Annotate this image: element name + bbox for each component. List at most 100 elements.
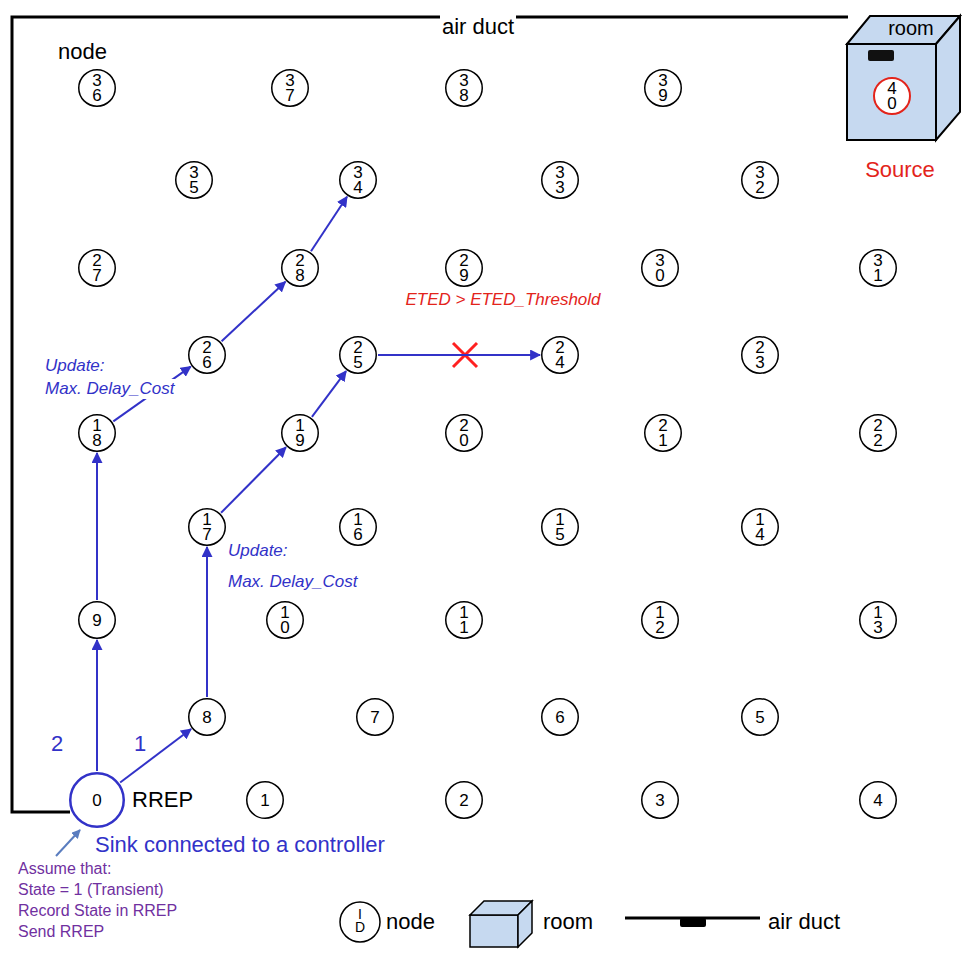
assumption-note: Send RREP [18,923,104,941]
route-arrow [120,729,191,782]
vent-symbol [868,50,894,61]
room-label: room [866,17,956,39]
legend-label: room [543,909,593,934]
node-id: 8 [202,710,211,725]
update-note: Update: [45,356,105,376]
legend-duct-symbol [625,918,760,927]
sensor-node: 1 8 [78,414,116,452]
node-id: 2 9 [459,253,468,283]
sensor-node: 3 9 [644,69,682,107]
legend-label: air duct [768,909,840,934]
sensor-node: 3 6 [78,69,116,107]
sensor-node: 4 [859,781,897,819]
assumption-note: State = 1 (Transient) [18,881,164,899]
sensor-node: 1 0 [266,601,304,639]
sensor-node: 2 2 [859,414,897,452]
edge-order-number: 2 [51,731,63,756]
node-id: 3 2 [755,165,764,195]
node-id: 3 3 [555,165,564,195]
sensor-node: 3 8 [445,69,483,107]
route-arrow [206,547,208,697]
leader-line [56,830,80,856]
sensor-node: 3 2 [741,161,779,199]
node-id: 1 2 [655,605,664,635]
sensor-node: 1 1 [445,601,483,639]
node-id: 4 0 [887,81,896,111]
sensor-node: 2 3 [741,336,779,374]
legend-node-id: I D [355,908,365,935]
room-box: room 4 0 [846,12,964,142]
sensor-node: 3 0 [641,249,679,287]
node-id: 3 7 [285,73,294,103]
route-arrow [311,197,347,252]
sensor-node: 2 6 [188,336,226,374]
sensor-node: 1 6 [339,508,377,546]
sensor-node: 1 3 [859,601,897,639]
node-id: 6 [555,710,564,725]
node-id: 1 9 [295,418,304,448]
route-arrow [96,640,98,771]
node-id: 2 6 [202,340,211,370]
sensor-node: 1 9 [281,414,319,452]
edge-order-number: 1 [134,731,146,756]
node-id: 9 [92,613,101,628]
sensor-node: 3 5 [175,161,213,199]
node-id: 7 [370,710,379,725]
message-label: RREP [132,787,193,812]
sensor-node: 0 [69,772,125,828]
sensor-node: 1 5 [541,508,579,546]
sensor-node: 1 7 [188,508,226,546]
node-id: 1 1 [459,605,468,635]
node-id: 2 8 [295,253,304,283]
update-note: Max. Delay_Cost [226,572,359,592]
sensor-node: 3 4 [339,161,377,199]
node-id: 2 2 [873,418,882,448]
sensor-node: 3 [641,781,679,819]
node-id: 1 0 [280,605,289,635]
assumption-note: Assume that: [18,860,111,878]
legend-room-symbol [470,901,532,947]
node-id: 2 0 [459,418,468,448]
sensor-node: 9 [78,601,116,639]
update-note: Max. Delay_Cost [43,379,176,399]
update-note: Update: [228,541,288,561]
route-arrow [221,447,286,513]
node-id: 2 7 [92,253,101,283]
air-duct-line [12,17,848,812]
node-id: 0 [92,793,101,808]
sensor-node: 1 2 [641,601,679,639]
route-arrow [378,354,540,356]
sensor-node: 3 1 [859,249,897,287]
threshold-note: ETED > ETED_Threshold [405,290,600,310]
sensor-node: 5 [741,698,779,736]
node-id: 1 3 [873,605,882,635]
sensor-node: 6 [541,698,579,736]
route-arrow [96,453,98,600]
sensor-node: 3 7 [271,69,309,107]
node-id: 2 1 [658,418,667,448]
assumption-note: Record State in RREP [18,902,177,920]
sensor-node: 2 1 [644,414,682,452]
legend-node-symbol [340,902,380,942]
node-id: 5 [755,710,764,725]
node-id: 1 5 [555,512,564,542]
route-arrow [222,282,286,342]
node-id: 2 5 [353,340,362,370]
sensor-node: 7 [356,698,394,736]
sensor-node: 1 4 [741,508,779,546]
node-id: 3 5 [189,165,198,195]
node-id: 3 0 [655,253,664,283]
sensor-node: 2 9 [445,249,483,287]
sensor-node: 2 7 [78,249,116,287]
sensor-node: 3 3 [541,161,579,199]
node-id: 1 4 [755,512,764,542]
node-id: 1 7 [202,512,211,542]
node-id: 3 8 [459,73,468,103]
node-id: 3 1 [873,253,882,283]
node-title: node [58,39,107,64]
node-id: 3 [655,793,664,808]
node-id: 3 4 [353,165,362,195]
sensor-node: 2 [445,781,483,819]
